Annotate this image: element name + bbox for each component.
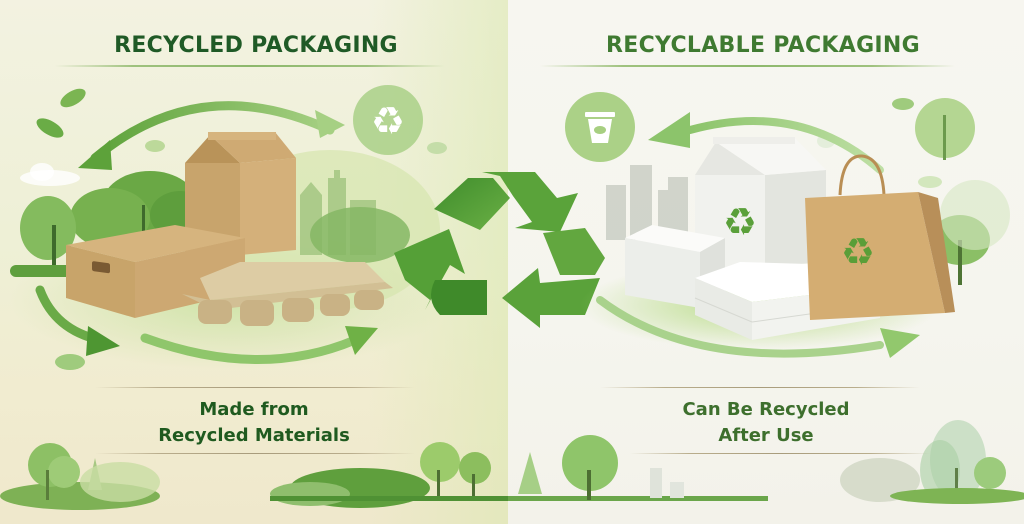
caption-rule-top-right <box>600 387 920 388</box>
leaf-icon <box>60 88 86 108</box>
recycling-bin-badge <box>565 92 635 162</box>
recycle-icon: ♻ <box>841 230 875 274</box>
right-scene: ♻ ♻ <box>565 92 1010 358</box>
recyclable-packaging-title: RECYCLABLE PACKAGING <box>606 33 920 58</box>
leaf-icon <box>36 118 64 138</box>
kraft-shopping-bag: ♻ <box>805 154 955 320</box>
kraft-milk-carton <box>185 132 296 255</box>
recycle-icon: ♻ <box>723 200 757 244</box>
recyclable-caption-line1: Can Be Recycled <box>682 399 850 420</box>
recycle-icon: ♻ <box>371 99 405 143</box>
recycle-symbol <box>394 172 605 328</box>
leaf-icon <box>918 176 942 188</box>
leaf-icon <box>145 140 165 152</box>
caption-rule-bottom-left <box>95 453 415 454</box>
cycle-arrow-top-right <box>686 117 884 174</box>
recycled-caption-line1: Made from <box>199 399 309 420</box>
recycled-caption-line2: Recycled Materials <box>158 425 350 446</box>
right-trees <box>915 98 1010 285</box>
bottom-landscape-left <box>0 442 508 510</box>
cycle-arrow-bottom-right <box>596 296 884 358</box>
recycled-caption: Made from Recycled Materials <box>0 397 508 449</box>
recyclable-caption: Can Be Recycled After Use <box>508 397 1024 449</box>
molded-pulp-egg-carton <box>182 262 393 326</box>
caption-rule-bottom-right <box>630 453 930 454</box>
caption-rule-top-left <box>95 387 415 388</box>
cycle-arrow-top <box>90 101 335 163</box>
cycle-arrow-bottom <box>140 333 360 364</box>
title-underline-left <box>55 65 445 67</box>
leaf-icon <box>55 354 85 370</box>
recycle-badge: ♻ <box>353 85 423 155</box>
leaf-icon <box>427 142 447 154</box>
recycling-bin-icon <box>585 112 615 143</box>
leaf-icon <box>892 98 914 110</box>
left-scene: ♻ <box>10 85 450 370</box>
bottom-landscape-right <box>508 420 1024 504</box>
recyclable-caption-line2: After Use <box>718 425 814 446</box>
title-underline-right <box>540 65 955 67</box>
recycled-packaging-title: RECYCLED PACKAGING <box>114 33 398 58</box>
